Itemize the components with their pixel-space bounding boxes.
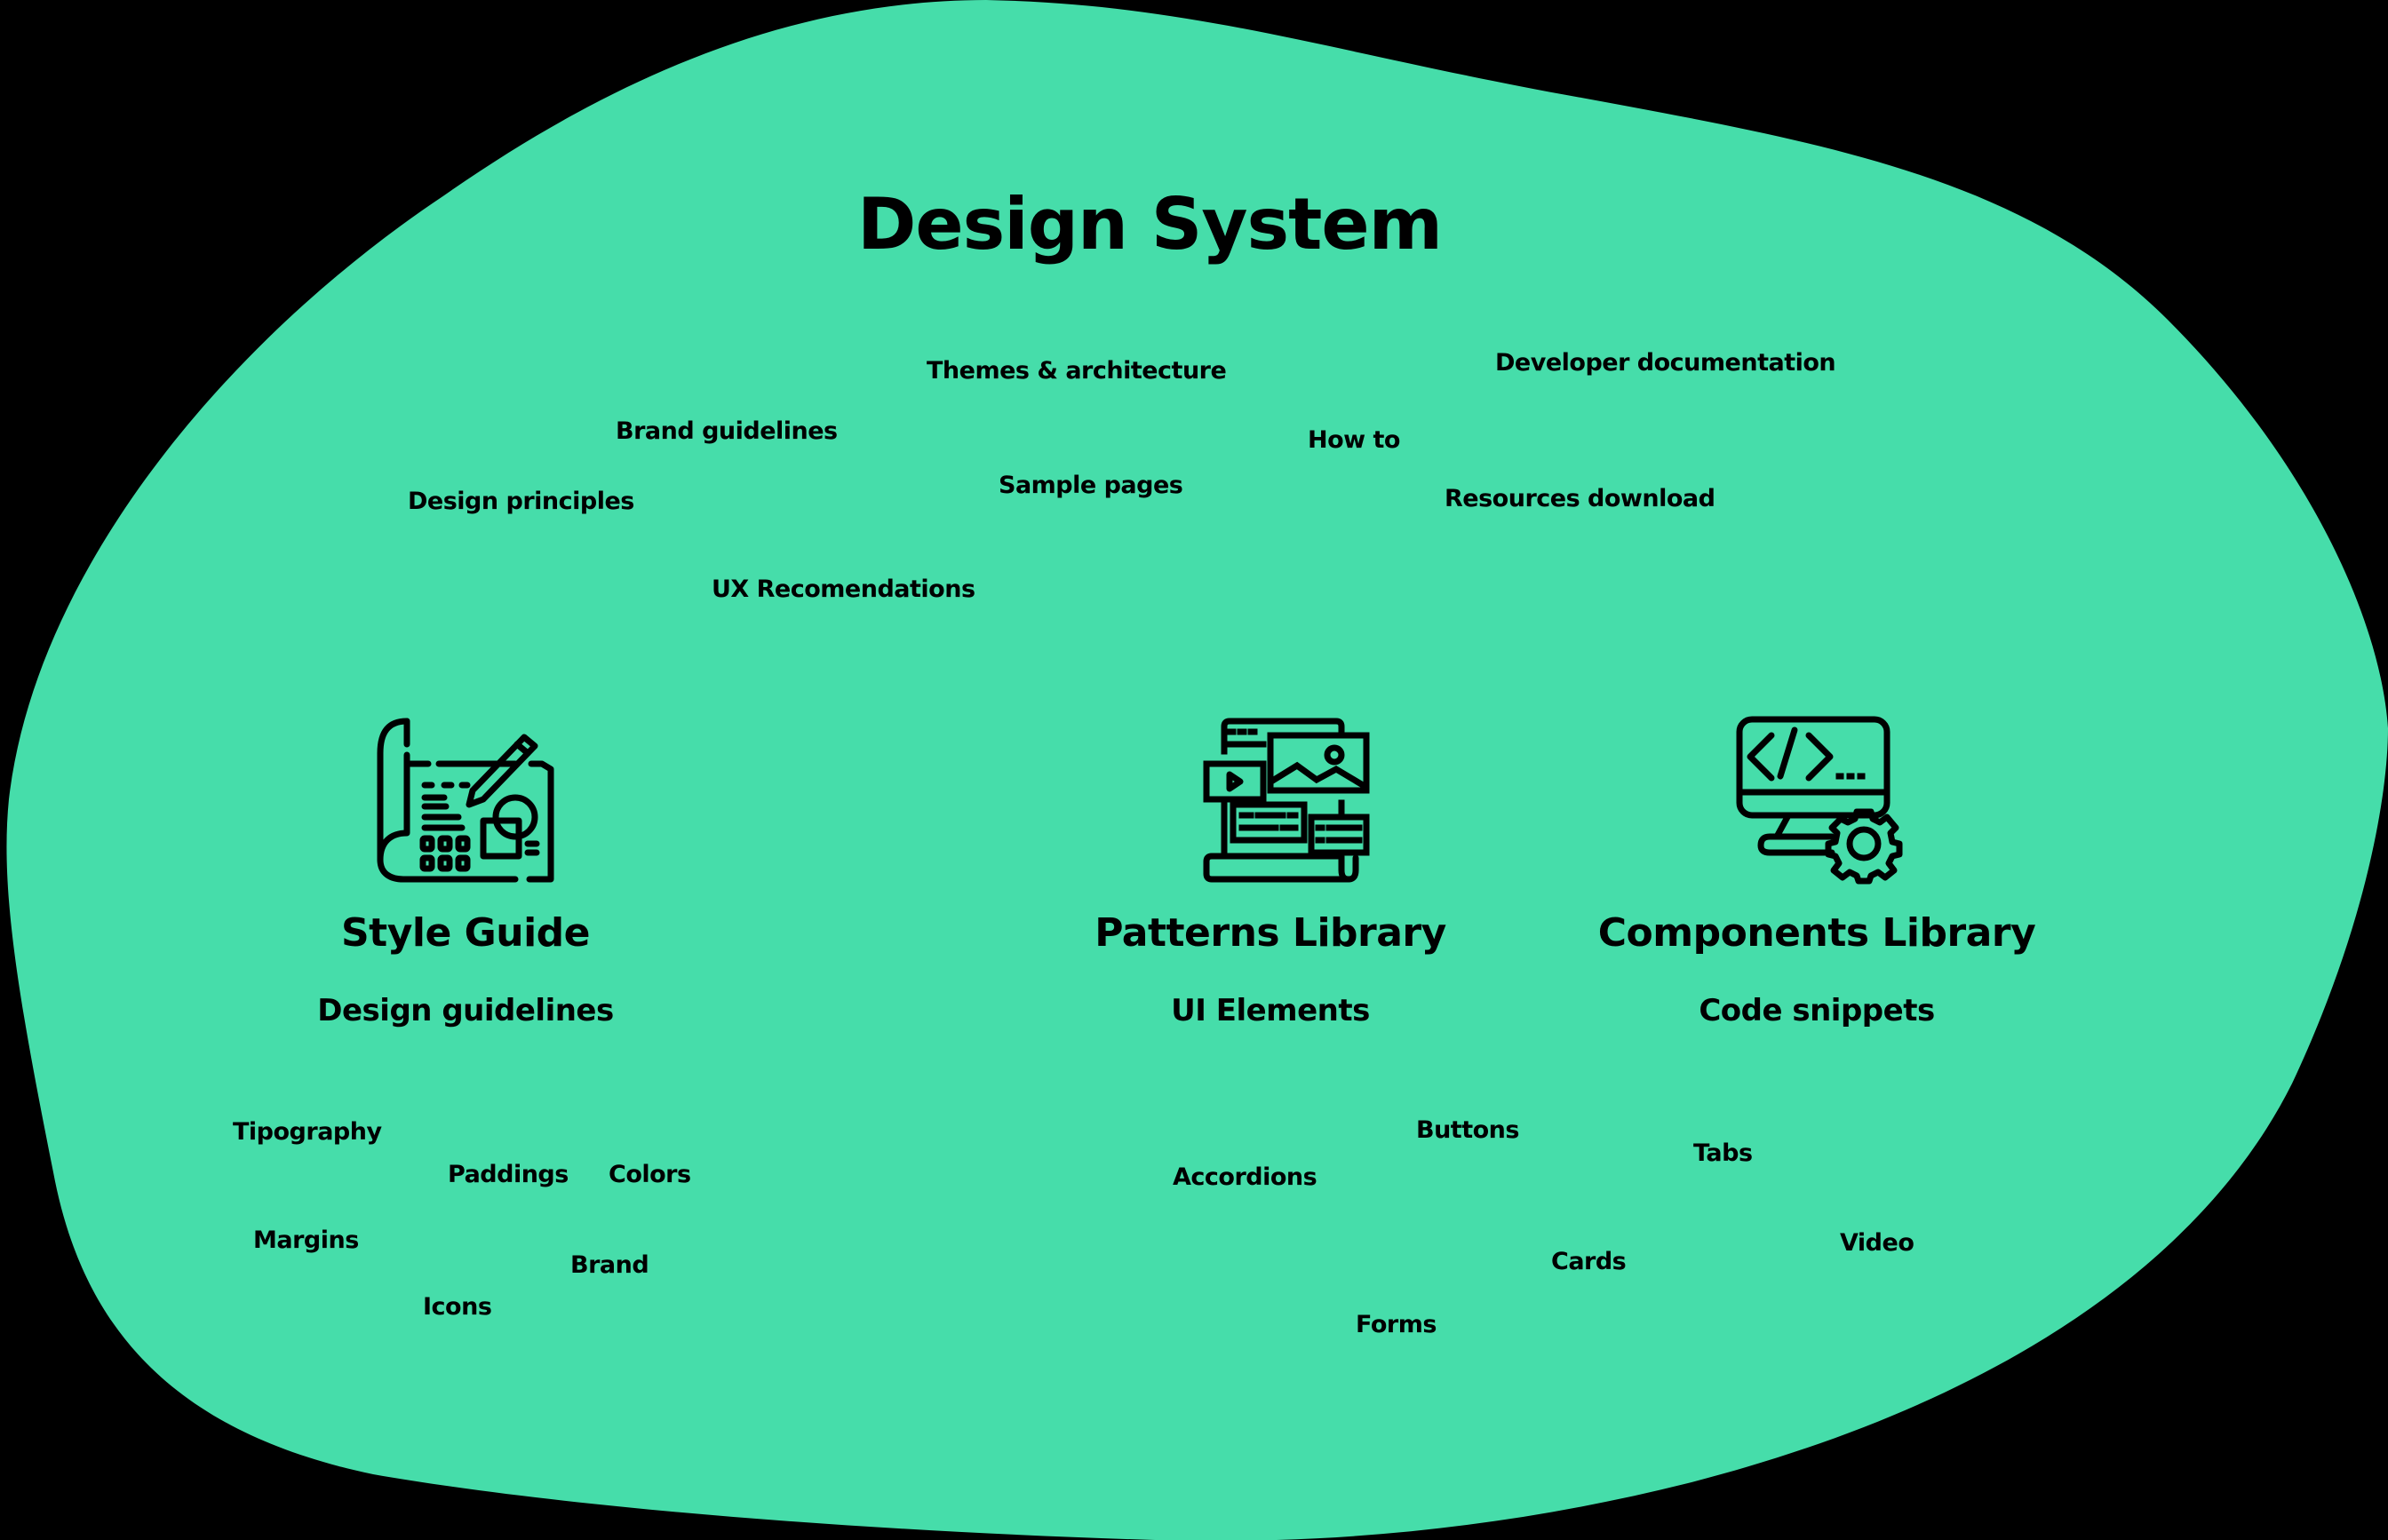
tag-tabs: Tabs: [1693, 1139, 1753, 1167]
tag-tipography: Tipography: [233, 1118, 382, 1146]
section-subtitle-ui-elements: UI Elements: [1171, 993, 1370, 1028]
tag-colors: Colors: [609, 1161, 691, 1188]
code-monitor-gear-icon: [1736, 716, 1903, 885]
tag-video: Video: [1840, 1229, 1914, 1257]
section-title-patterns-library: Patterns Library: [1094, 910, 1446, 956]
tag-how-to: How to: [1308, 426, 1400, 454]
tag-resources-download: Resources download: [1445, 485, 1715, 512]
tag-brand-guidelines: Brand guidelines: [616, 417, 838, 445]
tag-themes-architecture: Themes & architecture: [927, 357, 1227, 385]
page-title: Design System: [856, 183, 1443, 266]
section-title-style-guide: Style Guide: [340, 910, 591, 956]
tag-developer-documentation: Developer documentation: [1495, 349, 1836, 377]
tag-margins: Margins: [253, 1226, 359, 1254]
blueprint-pencil-icon: [373, 718, 560, 883]
tag-icons: Icons: [423, 1293, 492, 1321]
tag-cards: Cards: [1551, 1248, 1627, 1275]
section-title-components-library: Components Library: [1597, 910, 2036, 956]
section-subtitle-design-guidelines: Design guidelines: [317, 993, 614, 1028]
tag-design-principles: Design principles: [408, 488, 634, 515]
section-subtitle-code-snippets: Code snippets: [1699, 993, 1935, 1028]
tag-paddings: Paddings: [448, 1161, 569, 1188]
web-layout-patterns-icon: [1203, 718, 1370, 883]
tag-forms: Forms: [1356, 1311, 1437, 1338]
tag-brand: Brand: [570, 1251, 649, 1279]
tag-accordions: Accordions: [1173, 1163, 1317, 1191]
tag-ux-recomendations: UX Recomendations: [712, 576, 975, 603]
tag-buttons: Buttons: [1416, 1116, 1519, 1144]
tag-sample-pages: Sample pages: [999, 472, 1183, 499]
